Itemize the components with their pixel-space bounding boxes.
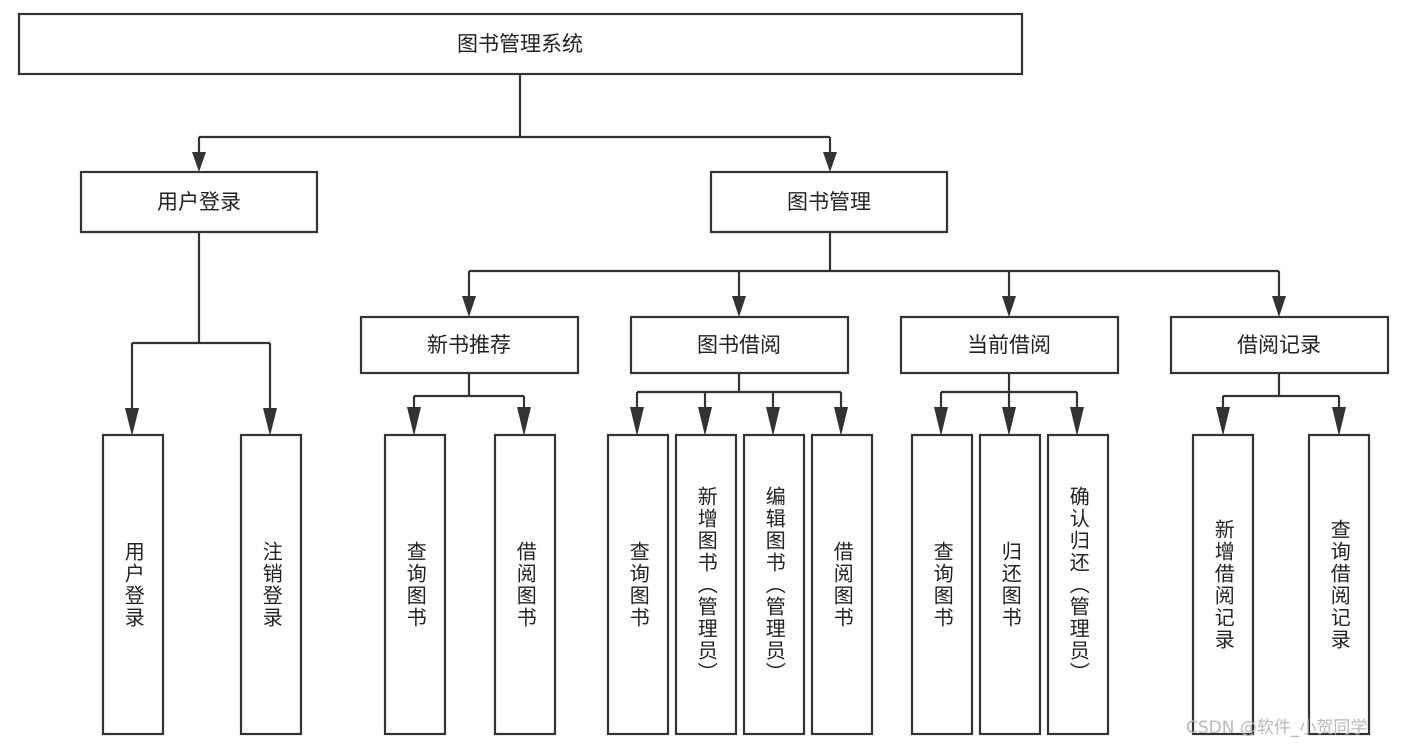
arrowhead-new-book-rec xyxy=(462,296,476,317)
leaf-box-edit-book[interactable] xyxy=(742,433,806,736)
leaf-box-query-book-2[interactable] xyxy=(606,433,670,736)
leaf-box-user-login[interactable] xyxy=(101,433,165,736)
node-root-label: 图书管理系统 xyxy=(457,32,583,56)
node-current-borrow-label: 当前借阅 xyxy=(967,333,1051,357)
csdn-watermark: CSDN @软件_小贺同学 xyxy=(1186,718,1368,738)
arrowhead-leaf-query-book-2 xyxy=(630,407,644,436)
node-borrow-record[interactable]: 借阅记录 xyxy=(1169,315,1390,375)
leaf-box-return-book[interactable] xyxy=(978,433,1042,736)
node-root[interactable]: 图书管理系统 xyxy=(17,12,1024,76)
leaf-box-query-book-1[interactable] xyxy=(383,433,447,736)
arrowhead-leaf-edit-book xyxy=(766,407,780,436)
node-borrow-record-box[interactable] xyxy=(1169,315,1390,375)
arrowhead-leaf-query-book-3 xyxy=(934,407,948,436)
arrowhead-leaf-user-logout xyxy=(263,408,277,436)
arrowhead-leaf-borrow-book-1 xyxy=(517,407,531,436)
arrowhead-leaf-borrow-book-2 xyxy=(834,407,848,436)
leaf-boxes xyxy=(101,433,1371,736)
node-borrow-record-label: 借阅记录 xyxy=(1237,333,1321,357)
arrowhead-leaf-return-book xyxy=(1002,407,1016,436)
leaf-box-add-record[interactable] xyxy=(1191,433,1255,736)
node-user-login-label: 用户登录 xyxy=(157,190,241,214)
node-user-login-box[interactable] xyxy=(79,170,319,234)
node-user-login[interactable]: 用户登录 xyxy=(79,170,319,234)
node-root-box[interactable] xyxy=(17,12,1024,76)
node-book-borrow-box[interactable] xyxy=(629,315,850,375)
arrowhead-book-borrow xyxy=(732,296,746,317)
leaf-box-confirm-return[interactable] xyxy=(1046,433,1110,736)
node-book-manage-box[interactable] xyxy=(709,170,949,234)
arrowhead-leaf-add-book xyxy=(698,407,712,436)
node-book-manage-label: 图书管理 xyxy=(787,190,871,214)
node-new-book-rec-label: 新书推荐 xyxy=(427,333,511,357)
node-current-borrow[interactable]: 当前借阅 xyxy=(899,315,1120,375)
leaf-box-user-logout[interactable] xyxy=(239,433,303,736)
leaf-box-add-book[interactable] xyxy=(674,433,738,736)
leaf-box-borrow-book-2[interactable] xyxy=(810,433,874,736)
arrowhead-borrow-record xyxy=(1272,296,1286,317)
leaf-box-query-book-3[interactable] xyxy=(910,433,974,736)
node-new-book-rec-box[interactable] xyxy=(359,315,580,375)
arrowhead-leaf-add-record xyxy=(1216,407,1230,436)
node-book-borrow[interactable]: 图书借阅 xyxy=(629,315,850,375)
connectors xyxy=(125,74,1346,436)
node-new-book-rec[interactable]: 新书推荐 xyxy=(359,315,580,375)
leaf-box-query-record[interactable] xyxy=(1307,433,1371,736)
node-current-borrow-box[interactable] xyxy=(899,315,1120,375)
arrowhead-user-login xyxy=(192,152,206,172)
node-book-manage[interactable]: 图书管理 xyxy=(709,170,949,234)
arrowhead-leaf-user-login xyxy=(125,408,139,436)
arrowhead-current-borrow xyxy=(1002,296,1016,317)
arrowhead-leaf-query-book-1 xyxy=(407,407,421,436)
arrowhead-leaf-confirm-return xyxy=(1070,407,1084,436)
leaf-box-borrow-book-1[interactable] xyxy=(493,433,557,736)
node-book-borrow-label: 图书借阅 xyxy=(697,333,781,357)
arrowhead-book-manage xyxy=(823,152,837,172)
arrowhead-leaf-query-record xyxy=(1332,407,1346,436)
